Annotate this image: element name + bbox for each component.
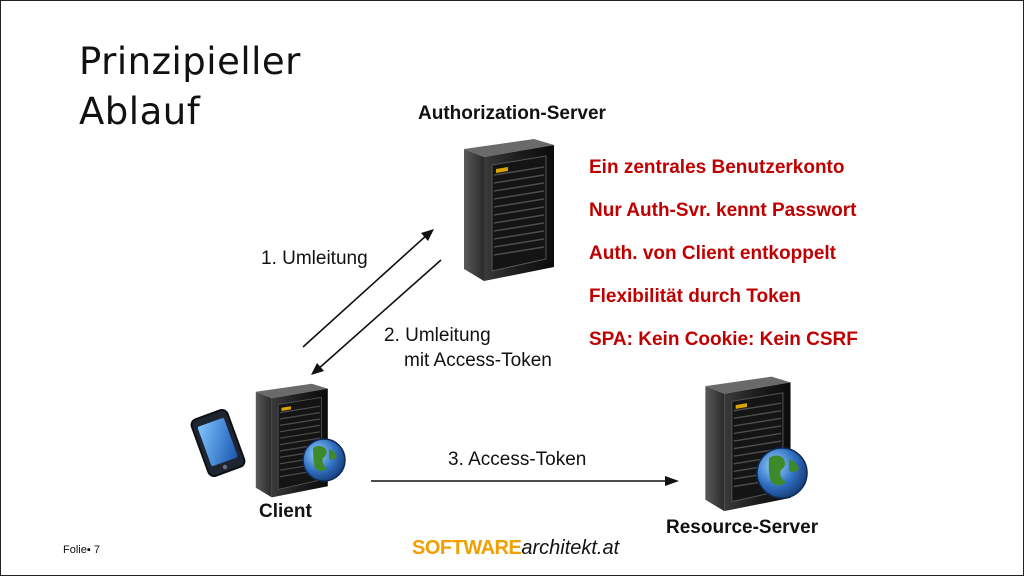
- title-line-1: Prinzipieller: [79, 40, 301, 83]
- step-2-line-2: mit Access-Token: [404, 350, 552, 371]
- folie-label: Folie: [63, 544, 87, 556]
- folie-number: 7: [93, 544, 100, 556]
- step-2-label: 2. Umleitung mit Access-Token: [384, 323, 552, 373]
- slide-number: Folie▪ 7: [63, 544, 100, 556]
- authorization-server-icon: [463, 138, 555, 282]
- benefits-list: Ein zentrales Benutzerkonto Nur Auth-Svr…: [589, 155, 858, 370]
- arrow-step-3: [371, 476, 679, 486]
- authorization-server-label: Authorization-Server: [418, 103, 606, 124]
- resource-server-label: Resource-Server: [666, 517, 819, 538]
- benefit-item: Ein zentrales Benutzerkonto: [589, 157, 845, 178]
- step-2-line-1: 2. Umleitung: [384, 325, 491, 346]
- title-line-2: Ablauf: [79, 90, 201, 133]
- phone-icon: [190, 409, 246, 477]
- benefit-item: Auth. von Client entkoppelt: [589, 243, 836, 264]
- arrow-step-2: [311, 259, 442, 375]
- client-globe-icon: [302, 438, 346, 482]
- bullet-glyph: ▪: [86, 544, 91, 556]
- arrow-step-1: [302, 229, 434, 348]
- step-3-label: 3. Access-Token: [448, 449, 587, 470]
- client-label: Client: [259, 501, 312, 522]
- slide-title: Prinzipieller Ablauf: [79, 37, 301, 137]
- benefit-item: Flexibilität durch Token: [589, 286, 801, 307]
- benefit-item: Nur Auth-Svr. kennt Passwort: [589, 200, 857, 221]
- brand-logo: SOFTWAREarchitekt.at: [412, 537, 619, 560]
- brand-part-1: SOFTWARE: [412, 537, 522, 559]
- benefit-item: SPA: Kein Cookie: Kein CSRF: [589, 329, 858, 350]
- brand-part-2: architekt.at: [521, 537, 620, 559]
- step-1-label: 1. Umleitung: [261, 248, 368, 269]
- resource-globe-icon: [756, 447, 808, 499]
